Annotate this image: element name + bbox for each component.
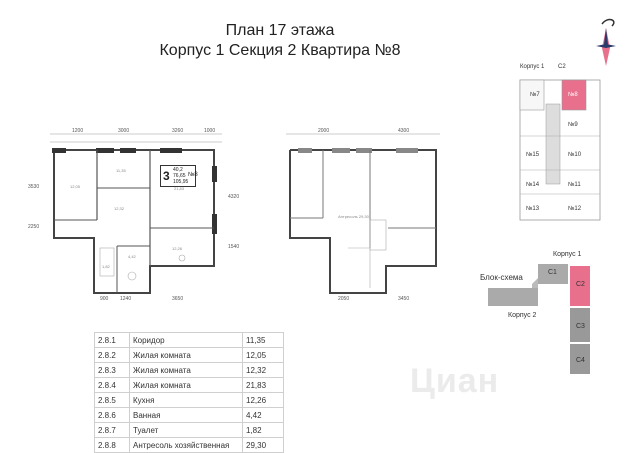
room-label: 12,26	[172, 246, 183, 251]
section-label: С2	[558, 64, 566, 70]
block-c3: С3	[576, 323, 585, 330]
room-area: 12,26	[242, 392, 284, 408]
dimension-label: 2050	[338, 296, 349, 302]
room-name: Кухня	[129, 392, 243, 408]
room-area: 29,30	[242, 437, 284, 453]
flat-11: №11	[568, 181, 581, 188]
room-name: Туалет	[129, 422, 243, 438]
block-c2: С2	[576, 281, 585, 288]
block-scheme: С1 С2 С3 С4	[488, 264, 590, 374]
dimension-label: 3260	[172, 128, 183, 134]
dimension-label: 1000	[204, 128, 215, 134]
dimension-label: 2250	[28, 224, 39, 230]
room-name: Жилая комната	[129, 377, 243, 393]
room-code: 2.8.4	[94, 377, 130, 393]
room-code: 2.8.6	[94, 407, 130, 423]
room-area: 1,82	[242, 422, 284, 438]
dimension-label: 900	[100, 296, 109, 302]
room-area: 12,32	[242, 362, 284, 378]
dimension-label: 3000	[118, 128, 129, 134]
room-name: Жилая комната	[129, 347, 243, 363]
room-name: Коридор	[129, 332, 243, 348]
floor-plan-mezzanine: Антресоль 29,30 2000 4300 2050 3450	[286, 128, 440, 302]
dimension-label: 3650	[172, 296, 183, 302]
room-code: 2.8.3	[94, 362, 130, 378]
dimension-label: 1540	[228, 244, 239, 250]
flat-9: №9	[568, 121, 578, 128]
room-area: 11,35	[242, 332, 284, 348]
dimension-label: 1240	[120, 296, 131, 302]
dimension-label: 1200	[72, 128, 83, 134]
flat-14: №14	[526, 181, 540, 188]
room-label: 1,82	[102, 264, 111, 269]
room-label: 12,32	[114, 206, 125, 211]
room-code: 2.8.5	[94, 392, 130, 408]
room-name: Жилая комната	[129, 362, 243, 378]
apartment-badge: 3 40,2 76,65 105,95 №8	[160, 165, 198, 187]
dimension-label: 3450	[398, 296, 409, 302]
room-code: 2.8.8	[94, 437, 130, 453]
flat-8: №8	[568, 91, 578, 98]
flat-10: №10	[568, 151, 582, 158]
watermark: Циан	[410, 362, 500, 400]
dimension-label: 4300	[398, 128, 409, 134]
dimension-label: 4320	[228, 194, 239, 200]
block-corpus1-label: Корпус 1	[553, 251, 582, 258]
room-count: 3	[163, 169, 170, 183]
room-label: 4,42	[128, 254, 137, 259]
flat-15: №15	[526, 151, 540, 158]
flat-12: №12	[568, 205, 582, 212]
section-map: №7 №8 №9 №15 №10 №14 №11 №13 №12	[519, 79, 601, 221]
section-corpus-label: Корпус 1	[520, 64, 545, 70]
mezzanine-label: Антресоль 29,30	[338, 214, 370, 219]
room-code: 2.8.1	[94, 332, 130, 348]
page-title: План 17 этажа	[225, 22, 335, 39]
dimension-label: 3530	[28, 184, 39, 190]
room-label: 12,05	[70, 184, 81, 189]
room-code: 2.8.7	[94, 422, 130, 438]
room-label: 21,83	[174, 186, 185, 191]
block-corpus2-label: Корпус 2	[508, 312, 537, 319]
block-scheme-title: Блок-схема	[480, 273, 523, 282]
room-area: 4,42	[242, 407, 284, 423]
room-name: Ванная	[129, 407, 243, 423]
page-subtitle: Корпус 1 Секция 2 Квартира №8	[159, 42, 401, 59]
block-c4: С4	[576, 357, 585, 364]
room-area: 12,05	[242, 347, 284, 363]
room-code: 2.8.2	[94, 347, 130, 363]
room-area: 21,83	[242, 377, 284, 393]
dimension-label: 2000	[318, 128, 329, 134]
badge-areas: 40,2 76,65 105,95	[173, 167, 189, 185]
room-label: 11,35	[116, 168, 126, 173]
flat-7: №7	[530, 91, 540, 98]
room-name: Антресоль хозяйственная	[129, 437, 243, 453]
apartment-number: №8	[188, 172, 198, 178]
flat-13: №13	[526, 205, 540, 212]
compass-icon	[596, 18, 616, 66]
block-c1: С1	[548, 269, 557, 276]
floor-plan-level1: 12,05 11,35 12,32 21,83 12,26 4,42 1,82 …	[28, 128, 239, 302]
